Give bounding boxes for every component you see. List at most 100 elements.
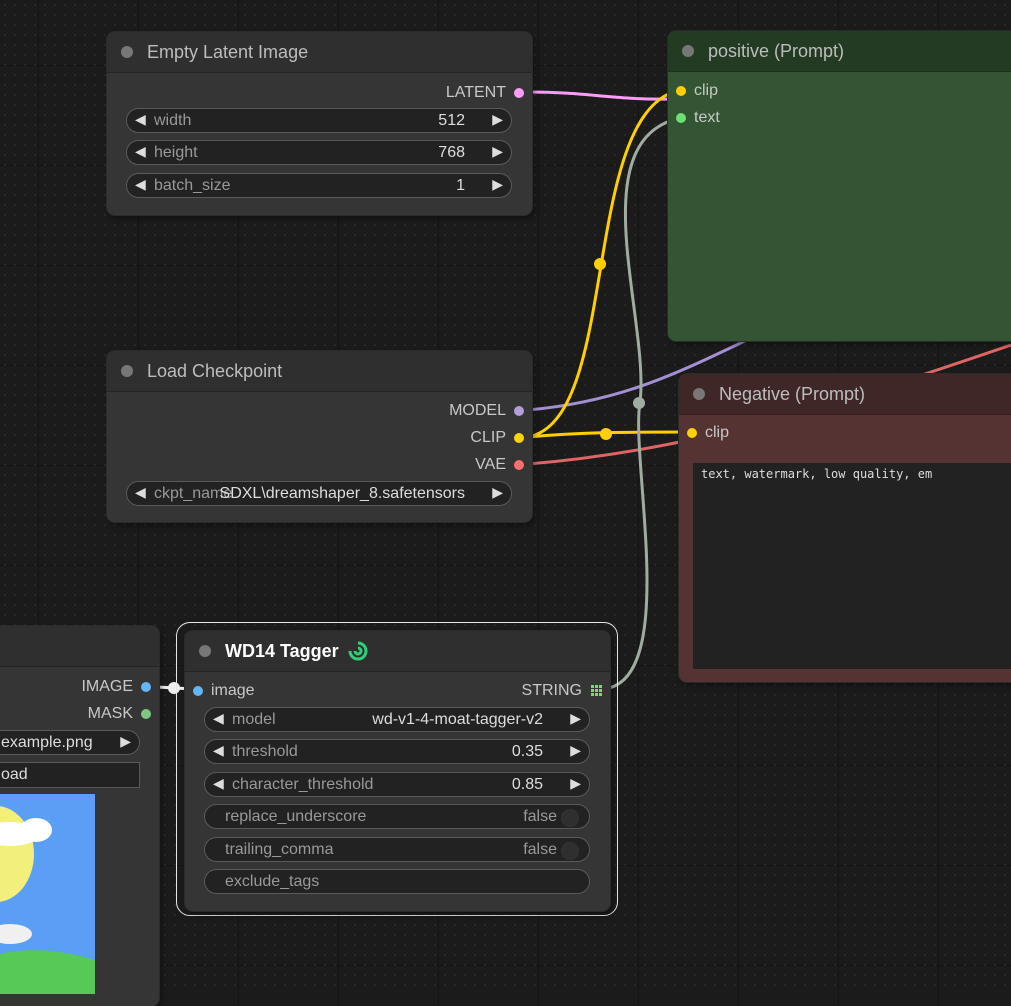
- slot-label: text: [694, 109, 720, 126]
- slot-dot-icon[interactable]: [514, 433, 524, 443]
- right-arrow-icon[interactable]: ▶: [570, 775, 581, 791]
- left-arrow-icon[interactable]: ◀: [135, 143, 146, 159]
- widget-width[interactable]: ◀ width 512 ▶: [126, 108, 512, 133]
- grid-slot-icon[interactable]: [591, 685, 602, 696]
- status-dot-icon[interactable]: [682, 45, 694, 57]
- refresh-badge-icon: [347, 640, 369, 667]
- slot-label: MODEL: [449, 402, 506, 419]
- upload-label: oad: [1, 766, 28, 783]
- output-slot-model[interactable]: MODEL: [449, 402, 524, 420]
- left-arrow-icon[interactable]: ◀: [213, 775, 224, 791]
- slot-dot-icon[interactable]: [141, 682, 151, 692]
- widget-value: false: [523, 808, 557, 825]
- input-slot-clip[interactable]: clip: [687, 424, 729, 442]
- left-arrow-icon[interactable]: ◀: [213, 710, 224, 726]
- output-slot-vae[interactable]: VAE: [475, 456, 524, 474]
- node-title-bar[interactable]: Empty Latent Image: [107, 32, 532, 73]
- upload-button[interactable]: oad: [0, 762, 140, 788]
- widget-value: 0.85: [511, 776, 543, 793]
- left-arrow-icon[interactable]: ◀: [135, 176, 146, 192]
- status-dot-icon[interactable]: [693, 388, 705, 400]
- input-slot-image[interactable]: image: [193, 682, 255, 700]
- widget-name: width: [154, 112, 192, 129]
- output-slot-latent[interactable]: LATENT: [446, 84, 524, 102]
- link-reroute-dot[interactable]: [600, 428, 612, 440]
- right-arrow-icon[interactable]: ▶: [120, 733, 131, 749]
- right-arrow-icon[interactable]: ▶: [492, 176, 503, 192]
- node-load-image[interactable]: IMAGE MASK example.png ▶ oad: [0, 626, 159, 1006]
- node-empty-latent-image[interactable]: Empty Latent Image LATENT ◀ width 512 ▶ …: [107, 32, 532, 215]
- node-selection-outline: [176, 622, 618, 916]
- output-slot-image[interactable]: IMAGE: [81, 678, 151, 696]
- input-slot-text[interactable]: text: [676, 109, 720, 127]
- widget-height[interactable]: ◀ height 768 ▶: [126, 140, 512, 165]
- link-latent[interactable]: [527, 90, 673, 101]
- right-arrow-icon[interactable]: ▶: [492, 484, 503, 500]
- node-title-bar[interactable]: WD14 Tagger: [185, 631, 610, 672]
- input-slot-clip[interactable]: clip: [676, 82, 718, 100]
- slot-label: clip: [694, 82, 719, 99]
- node-title-bar[interactable]: Negative (Prompt): [679, 374, 1011, 415]
- slot-label: CLIP: [470, 429, 506, 446]
- right-arrow-icon[interactable]: ▶: [492, 143, 503, 159]
- node-title-bar[interactable]: Load Checkpoint: [107, 351, 532, 392]
- widget-value: 0.35: [511, 743, 543, 760]
- slot-dot-icon[interactable]: [141, 709, 151, 719]
- left-arrow-icon[interactable]: ◀: [135, 111, 146, 127]
- toggle-replace-underscore[interactable]: replace_underscore false: [204, 804, 590, 829]
- node-title: Load Checkpoint: [147, 361, 283, 381]
- output-slot-clip[interactable]: CLIP: [470, 429, 524, 447]
- widget-name: threshold: [232, 743, 298, 760]
- widget-image-file[interactable]: example.png ▶: [0, 730, 140, 755]
- widget-batch-size[interactable]: ◀ batch_size 1 ▶: [126, 173, 512, 198]
- node-title: WD14 Tagger: [225, 641, 339, 661]
- output-slot-string[interactable]: STRING: [522, 682, 602, 700]
- slot-label: VAE: [475, 456, 506, 473]
- right-arrow-icon[interactable]: ▶: [492, 111, 503, 127]
- widget-ckpt-name[interactable]: ◀ ckpt_name SDXL\dreamshaper_8.safetenso…: [126, 481, 512, 506]
- toggle-knob-icon[interactable]: [561, 842, 579, 860]
- widget-value: SDXL\dreamshaper_8.safetensors: [219, 485, 465, 502]
- toggle-trailing-comma[interactable]: trailing_comma false: [204, 837, 590, 862]
- widget-threshold[interactable]: ◀ threshold 0.35 ▶: [204, 739, 590, 764]
- output-slot-mask[interactable]: MASK: [88, 705, 151, 723]
- slot-label: clip: [705, 424, 730, 441]
- slot-dot-icon[interactable]: [687, 428, 697, 438]
- widget-name: ckpt_name: [154, 485, 233, 502]
- slot-label: MASK: [87, 705, 133, 722]
- node-negative-prompt[interactable]: Negative (Prompt) clip text, watermark, …: [679, 374, 1011, 682]
- widget-name: exclude_tags: [225, 873, 320, 890]
- widget-model[interactable]: ◀ model wd-v1-4-moat-tagger-v2 ▶: [204, 707, 590, 732]
- status-dot-icon[interactable]: [121, 365, 133, 377]
- status-dot-icon[interactable]: [121, 46, 133, 58]
- widget-character-threshold[interactable]: ◀ character_threshold 0.85 ▶: [204, 772, 590, 797]
- node-title-bar[interactable]: positive (Prompt): [668, 31, 1011, 72]
- widget-exclude-tags[interactable]: exclude_tags: [204, 869, 590, 894]
- slot-dot-icon[interactable]: [514, 88, 524, 98]
- slot-label: LATENT: [445, 84, 506, 101]
- node-positive-prompt[interactable]: positive (Prompt) clip text: [668, 31, 1011, 341]
- slot-dot-icon[interactable]: [676, 86, 686, 96]
- widget-name: batch_size: [154, 177, 231, 194]
- status-dot-icon[interactable]: [199, 645, 211, 657]
- slot-label: STRING: [521, 682, 582, 699]
- node-load-checkpoint[interactable]: Load Checkpoint MODEL CLIP VAE ◀ ckpt_na…: [107, 351, 532, 522]
- link-reroute-dot[interactable]: [633, 397, 645, 409]
- link-reroute-dot[interactable]: [594, 258, 606, 270]
- slot-label: IMAGE: [81, 678, 133, 695]
- right-arrow-icon[interactable]: ▶: [570, 742, 581, 758]
- slot-dot-icon[interactable]: [514, 406, 524, 416]
- node-title-bar[interactable]: [0, 626, 159, 667]
- slot-dot-icon[interactable]: [514, 460, 524, 470]
- right-arrow-icon[interactable]: ▶: [570, 710, 581, 726]
- link-reroute-dot[interactable]: [168, 682, 180, 694]
- negative-text-area[interactable]: text, watermark, low quality, em: [693, 463, 1011, 669]
- left-arrow-icon[interactable]: ◀: [213, 742, 224, 758]
- slot-dot-icon[interactable]: [193, 686, 203, 696]
- slot-dot-icon[interactable]: [676, 113, 686, 123]
- toggle-knob-icon[interactable]: [561, 809, 579, 827]
- node-wd14-tagger[interactable]: WD14 Tagger image STRING ◀ model wd-v1-4…: [185, 631, 610, 911]
- widget-name: trailing_comma: [225, 841, 334, 858]
- left-arrow-icon[interactable]: ◀: [135, 484, 146, 500]
- negative-text-value: text, watermark, low quality, em: [701, 467, 933, 481]
